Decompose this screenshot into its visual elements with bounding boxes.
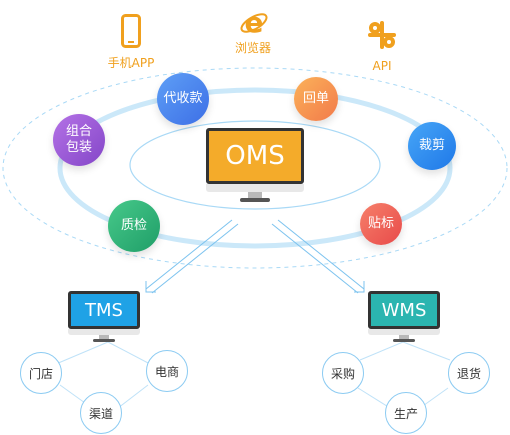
- tms-node-ecommerce: 电商: [146, 350, 188, 392]
- bubble-combo-packaging: 组合 包装: [53, 114, 105, 166]
- top-label-app: 手机APP: [107, 56, 155, 70]
- arrow-to-tms: [145, 219, 239, 294]
- mobile-phone-icon: [121, 14, 141, 52]
- wms-monitor-base: [393, 339, 415, 342]
- arrow-to-wms: [271, 219, 365, 294]
- tms-monitor: TMS: [68, 291, 140, 345]
- bubble-labeling: 贴标: [360, 203, 402, 245]
- bubble-quality-check: 质检: [108, 200, 160, 252]
- inner-ring: [129, 120, 381, 210]
- bubble-payment-collection: 代收款: [157, 73, 209, 125]
- tms-screen: TMS: [68, 291, 140, 329]
- outer-dashed-ring: [2, 67, 508, 269]
- tms-node-channel: 渠道: [80, 392, 122, 434]
- oms-monitor: OMS: [206, 128, 304, 206]
- oms-monitor-chin: [206, 184, 304, 192]
- wms-monitor-chin: [368, 329, 440, 335]
- bubble-return-receipt: 回单: [294, 77, 338, 121]
- tms-monitor-stand: [99, 335, 109, 339]
- oms-screen: OMS: [206, 128, 304, 184]
- wms-node-purchase: 采购: [322, 352, 364, 394]
- top-label-api: API: [372, 59, 392, 73]
- tms-monitor-chin: [68, 329, 140, 335]
- tms-monitor-base: [93, 339, 115, 342]
- top-label-browser: 浏览器: [234, 41, 271, 55]
- wms-screen: WMS: [368, 291, 440, 329]
- ie-browser-icon: e: [240, 6, 268, 40]
- wms-monitor: WMS: [368, 291, 440, 345]
- tms-node-store: 门店: [20, 352, 62, 394]
- oms-monitor-base: [240, 198, 270, 202]
- wms-node-return: 退货: [448, 352, 490, 394]
- api-puzzle-icon: [366, 19, 398, 55]
- wms-node-production: 生产: [385, 392, 427, 434]
- tms-network-lines: [55, 341, 151, 409]
- wms-monitor-stand: [399, 335, 409, 339]
- oms-monitor-stand: [248, 192, 262, 198]
- middle-ring: [57, 87, 453, 249]
- bubble-cutting: 裁剪: [408, 122, 456, 170]
